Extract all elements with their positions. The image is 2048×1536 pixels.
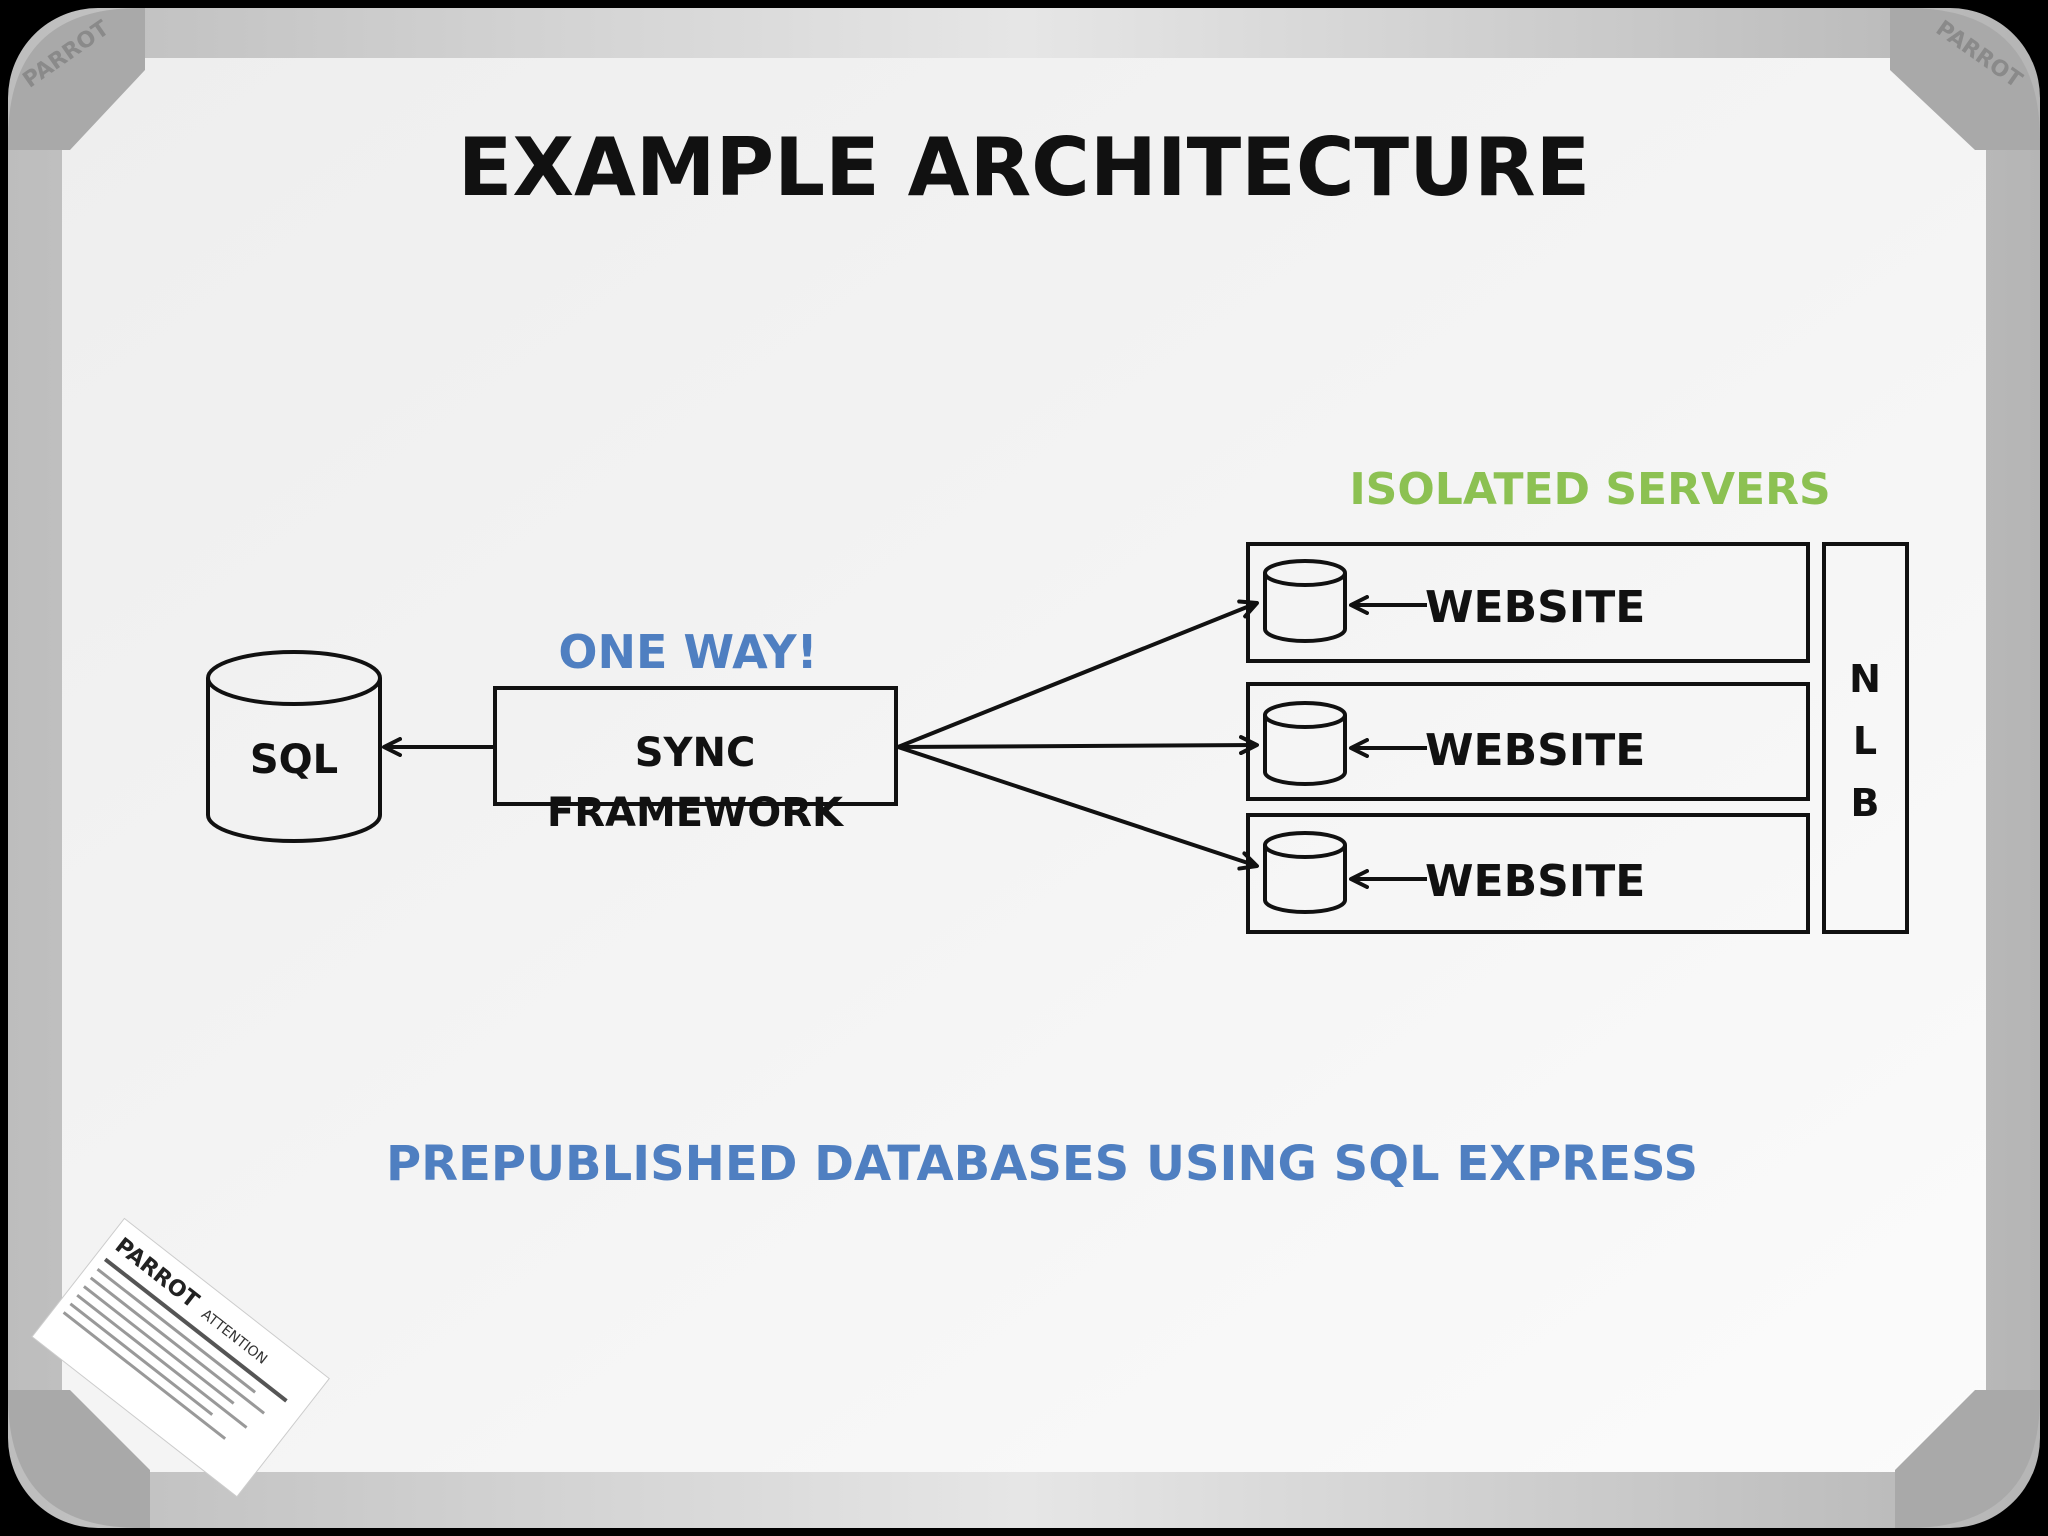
isolated-servers-label: Isolated Servers (1349, 464, 1830, 515)
sync-framework-box (493, 686, 898, 806)
slide-title: Example Architecture (458, 121, 1591, 214)
whiteboard-frame: PARROT PARROT (8, 8, 2040, 1528)
website-1-label: Website (1425, 582, 1645, 633)
sync-to-website-3-arrow (897, 745, 1259, 871)
corner-cap-bottom-right (1895, 1390, 2040, 1528)
website-1-db-icon (1263, 559, 1347, 643)
nlb-letter-l: L (1853, 719, 1877, 763)
website-3-db-icon (1263, 831, 1347, 914)
manufacturer-sticker: PARROT ATTENTION (31, 1217, 330, 1498)
one-way-label: One Way! (558, 625, 817, 679)
corner-cap-top-left (8, 8, 145, 150)
nlb-letter-n: N (1849, 657, 1881, 701)
corner-cap-top-right (1890, 8, 2040, 150)
website-2-db-icon (1263, 701, 1347, 786)
sync-to-website-2-arrow (897, 735, 1259, 756)
sql-database (206, 650, 382, 843)
sync-framework-label-line2: Framework (547, 790, 845, 836)
isolated-server-1: Website (1246, 542, 1810, 663)
isolated-server-3: Website (1246, 813, 1810, 934)
website-3-label: Website (1425, 856, 1645, 907)
sync-framework-label-line1: Sync (635, 730, 756, 776)
nlb-letter-b: B (1851, 781, 1880, 825)
sql-label: SQL (250, 737, 338, 783)
isolated-server-2: Website (1246, 682, 1810, 801)
website-2-label: Website (1425, 725, 1645, 776)
sync-to-website-1-arrow (897, 599, 1259, 749)
corner-cap-bottom-left (8, 1390, 150, 1528)
nlb-box (1822, 542, 1909, 934)
caption: Prepublished databases using SQL Express (386, 1136, 1698, 1192)
